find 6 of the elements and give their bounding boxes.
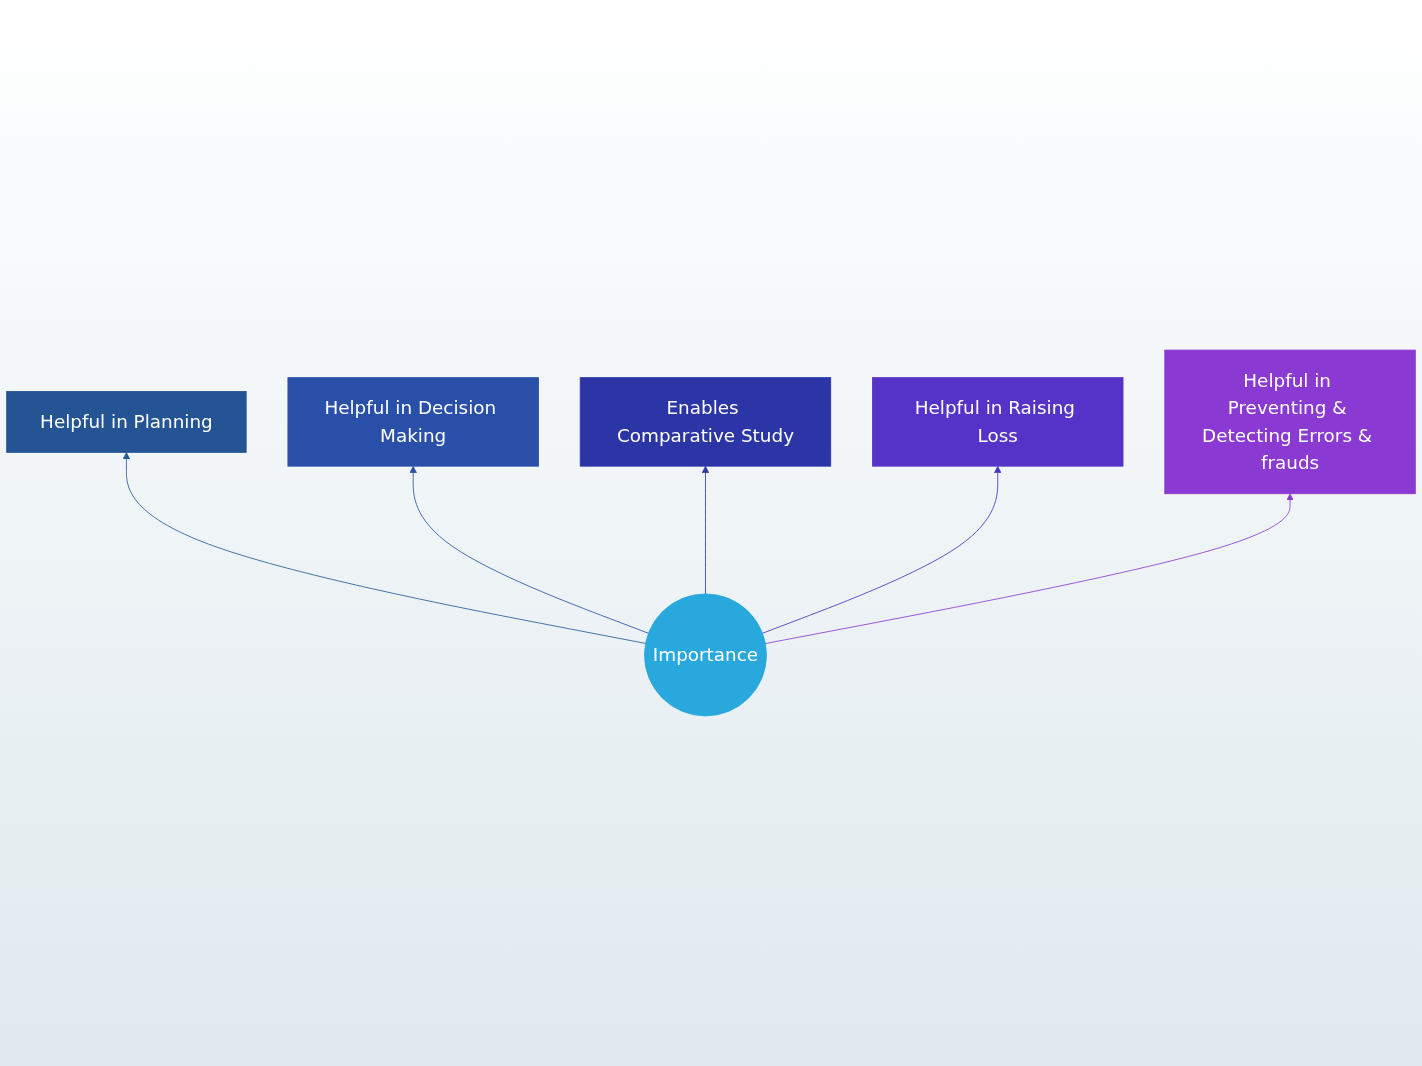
node-box: Helpful in Raising Loss [872,377,1124,467]
node-circle: Importance [644,593,767,717]
node-box: Helpful in Planning [6,391,247,453]
node-box: Helpful in Preventing & Detecting Errors & frauds [1164,349,1416,495]
node-box: Helpful in Decision Making [287,377,539,467]
node-box: Enables Comparative Study [579,377,832,467]
